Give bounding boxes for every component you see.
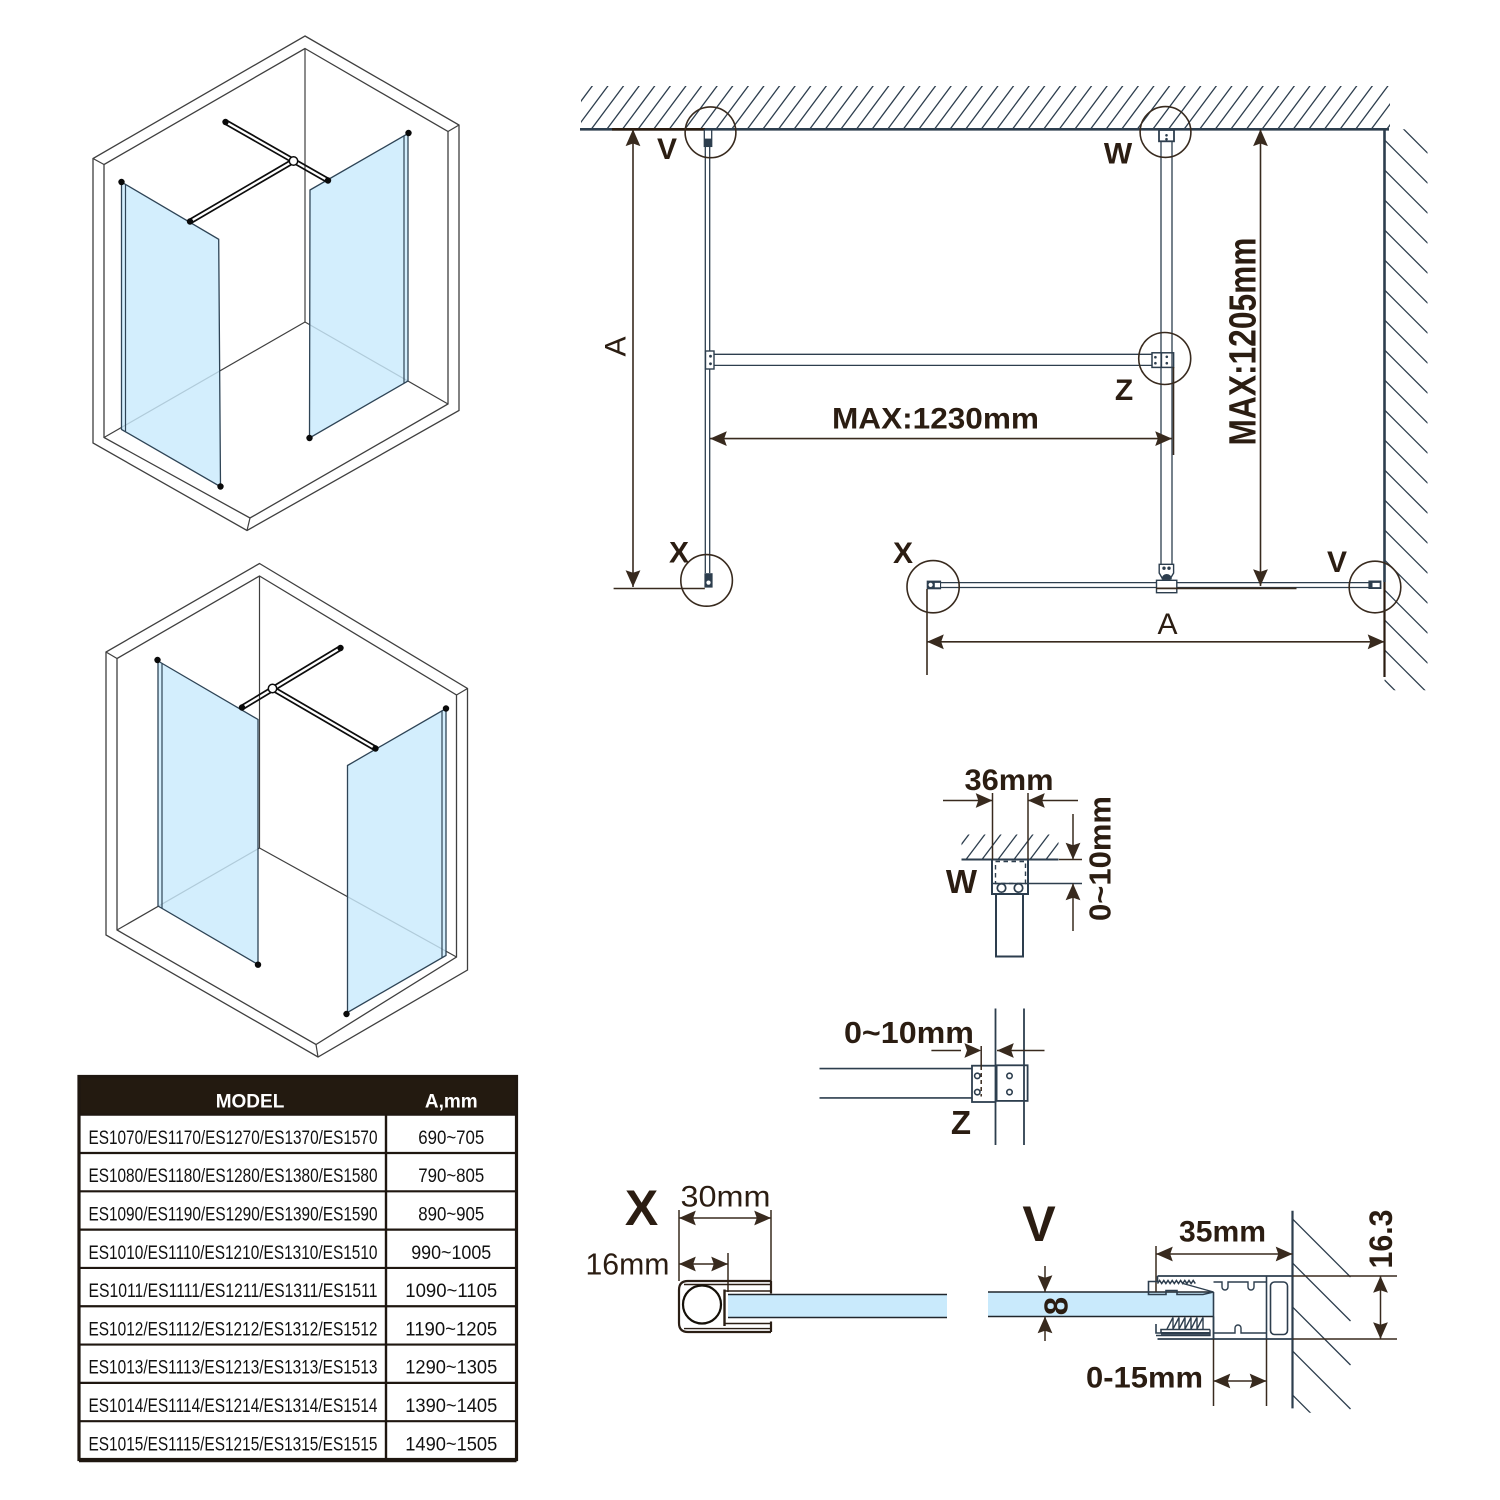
svg-text:990~1005: 990~1005	[411, 1242, 491, 1264]
svg-text:36mm: 36mm	[965, 764, 1054, 797]
svg-text:ES1070/ES1170/ES1270/ES1370/ES: ES1070/ES1170/ES1270/ES1370/ES1570	[89, 1127, 378, 1149]
svg-text:1190~1205: 1190~1205	[405, 1318, 497, 1340]
svg-text:790~805: 790~805	[418, 1165, 484, 1187]
svg-text:V: V	[657, 133, 677, 166]
svg-text:X: X	[625, 1180, 658, 1236]
svg-text:W: W	[1104, 138, 1133, 171]
svg-text:16mm: 16mm	[586, 1247, 670, 1282]
svg-text:8: 8	[1037, 1297, 1074, 1315]
svg-text:X: X	[669, 537, 689, 570]
svg-text:35mm: 35mm	[1179, 1216, 1266, 1249]
svg-text:1490~1505: 1490~1505	[405, 1433, 497, 1455]
svg-text:ES1012/ES1112/ES1212/ES1312/ES: ES1012/ES1112/ES1212/ES1312/ES1512	[89, 1318, 378, 1340]
svg-text:16.3: 16.3	[1363, 1210, 1399, 1269]
svg-text:A,mm: A,mm	[425, 1092, 478, 1113]
svg-text:V: V	[1022, 1196, 1056, 1252]
svg-text:V: V	[1327, 546, 1347, 579]
svg-text:1090~1105: 1090~1105	[405, 1280, 497, 1302]
svg-text:ES1011/ES1111/ES1211/ES1311/ES: ES1011/ES1111/ES1211/ES1311/ES1511	[89, 1280, 378, 1302]
svg-text:890~905: 890~905	[418, 1203, 484, 1225]
svg-text:0~10mm: 0~10mm	[844, 1015, 974, 1050]
svg-text:MODEL: MODEL	[216, 1092, 285, 1113]
svg-text:MAX:1205mm: MAX:1205mm	[1223, 238, 1265, 446]
svg-text:0~10mm: 0~10mm	[1083, 796, 1118, 921]
svg-text:ES1015/ES1115/ES1215/ES1315/ES: ES1015/ES1115/ES1215/ES1315/ES1515	[89, 1433, 378, 1455]
svg-text:X: X	[893, 537, 913, 570]
svg-text:A: A	[1157, 608, 1177, 641]
svg-text:0-15mm: 0-15mm	[1086, 1362, 1203, 1395]
svg-text:A: A	[600, 336, 633, 356]
svg-text:W: W	[946, 863, 978, 900]
svg-text:1390~1405: 1390~1405	[405, 1395, 497, 1417]
svg-text:690~705: 690~705	[418, 1127, 484, 1149]
svg-text:ES1010/ES1110/ES1210/ES1310/ES: ES1010/ES1110/ES1210/ES1310/ES1510	[89, 1242, 378, 1264]
svg-text:ES1090/ES1190/ES1290/ES1390/ES: ES1090/ES1190/ES1290/ES1390/ES1590	[89, 1203, 378, 1225]
svg-text:MAX:1230mm: MAX:1230mm	[832, 403, 1039, 436]
svg-text:ES1080/ES1180/ES1280/ES1380/ES: ES1080/ES1180/ES1280/ES1380/ES1580	[89, 1165, 378, 1187]
svg-text:Z: Z	[951, 1104, 971, 1141]
svg-text:Z: Z	[1115, 374, 1133, 407]
svg-text:ES1014/ES1114/ES1214/ES1314/ES: ES1014/ES1114/ES1214/ES1314/ES1514	[89, 1395, 378, 1417]
svg-text:30mm: 30mm	[681, 1181, 771, 1214]
svg-text:ES1013/ES1113/ES1213/ES1313/ES: ES1013/ES1113/ES1213/ES1313/ES1513	[89, 1357, 378, 1379]
svg-text:1290~1305: 1290~1305	[405, 1357, 497, 1379]
